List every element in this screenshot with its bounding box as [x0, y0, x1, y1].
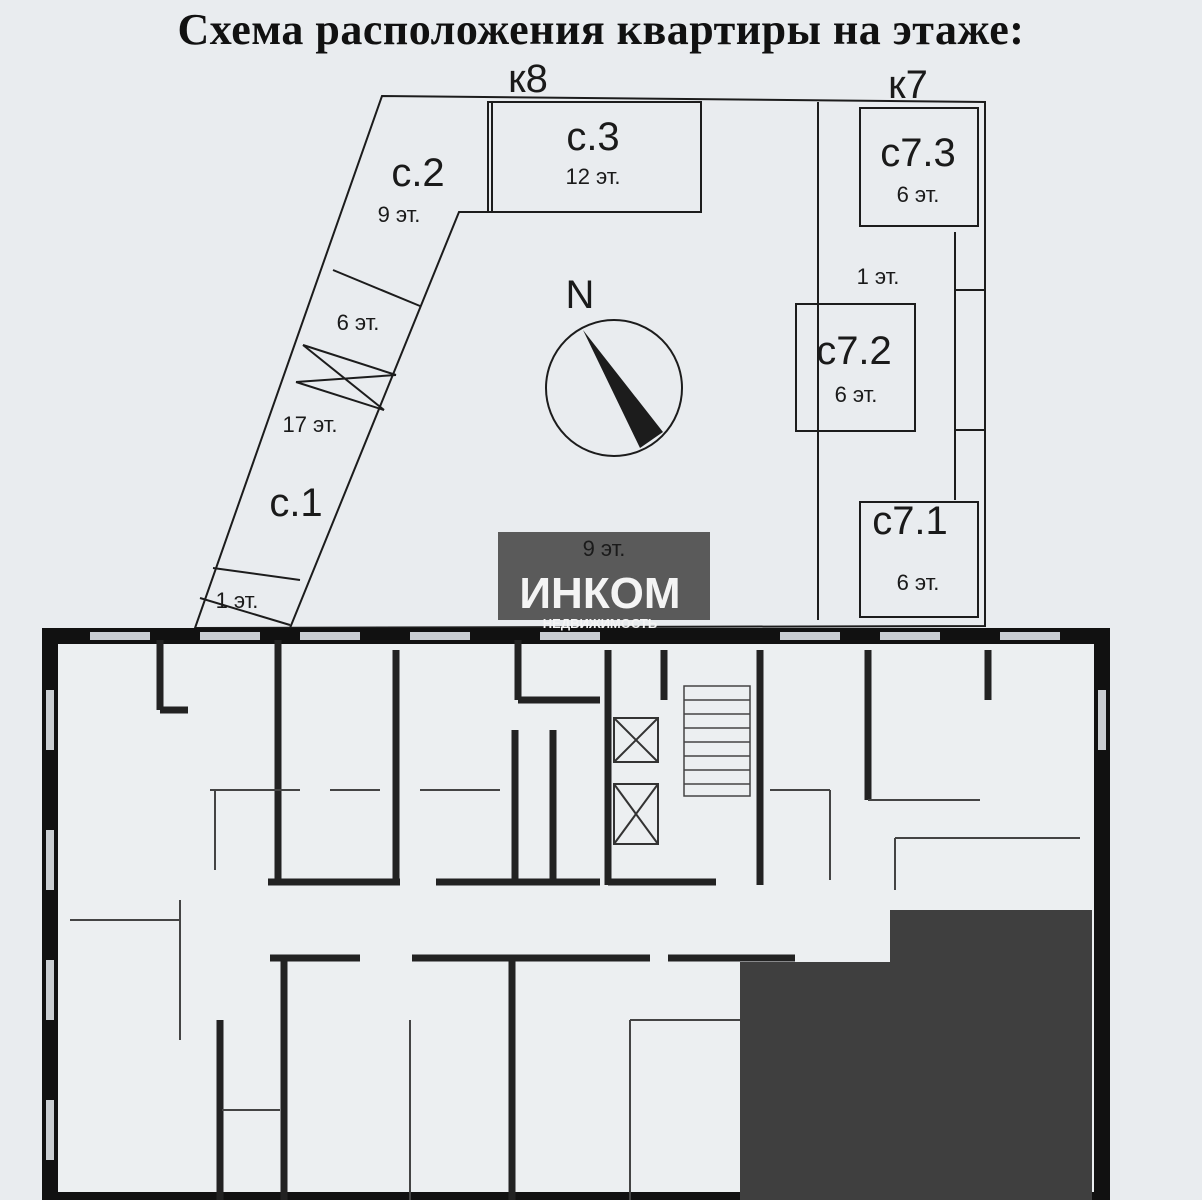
label-nine-floors: 9 эт. [583, 536, 626, 561]
label-k7: к7 [888, 63, 928, 107]
windows [46, 632, 1106, 1160]
compass-circle [545, 319, 683, 457]
label-s73: с7.3 [880, 131, 956, 175]
labels: к8 к7 с.2 9 эт. с.3 12 эт. с7.3 6 эт. 1 … [216, 57, 956, 631]
label-k8: к8 [508, 57, 548, 101]
cross-a [302, 344, 385, 411]
interior-walls [156, 640, 992, 1200]
divider-x-17 [295, 381, 385, 411]
thin-walls [70, 789, 1080, 1200]
label-s72-floors: 6 эт. [835, 382, 878, 407]
label-one-floor-left: 1 эт. [216, 588, 259, 613]
block-s72-outline [795, 303, 916, 432]
divider-9-6 [332, 269, 421, 307]
label-s1-floors: 17 эт. [282, 412, 337, 437]
page-title: Схема расположения квартиры на этаже: [177, 5, 1025, 54]
label-s71-floors: 6 эт. [897, 570, 940, 595]
label-s71: с7.1 [872, 499, 948, 543]
cross-b [295, 374, 397, 383]
label-s2: с.2 [391, 151, 444, 195]
apartment-floor-plan [42, 628, 1110, 1200]
divider-6-x [302, 344, 397, 376]
compass-north-label: N [566, 273, 595, 317]
watermark-sub: НЕДВИЖИМОСТЬ [543, 616, 657, 631]
site-outline [193, 94, 986, 630]
left-strip-border [289, 102, 493, 629]
compass-arrow [583, 330, 663, 448]
highlighted-apartment [740, 910, 1092, 1200]
nine-floor-block [498, 532, 710, 620]
stairs [683, 685, 751, 797]
label-s72: с7.2 [816, 329, 892, 373]
block-s73-outline [859, 107, 979, 227]
label-one-floor-right: 1 эт. [857, 264, 900, 289]
site-plan [193, 94, 986, 630]
label-six-floors: 6 эт. [337, 310, 380, 335]
elevators [613, 717, 659, 845]
block-s71-outline [859, 501, 979, 618]
watermark-brand: ИНКОМ [519, 569, 680, 618]
label-s2-floors: 9 эт. [378, 202, 421, 227]
label-s1: с.1 [269, 481, 322, 525]
label-s3-floors: 12 эт. [565, 164, 620, 189]
divider-17-1 [212, 567, 301, 581]
label-s73-floors: 6 эт. [897, 182, 940, 207]
block-s3-outline [487, 101, 702, 213]
divider-1-diag [199, 597, 291, 626]
label-s3: с.3 [566, 115, 619, 159]
